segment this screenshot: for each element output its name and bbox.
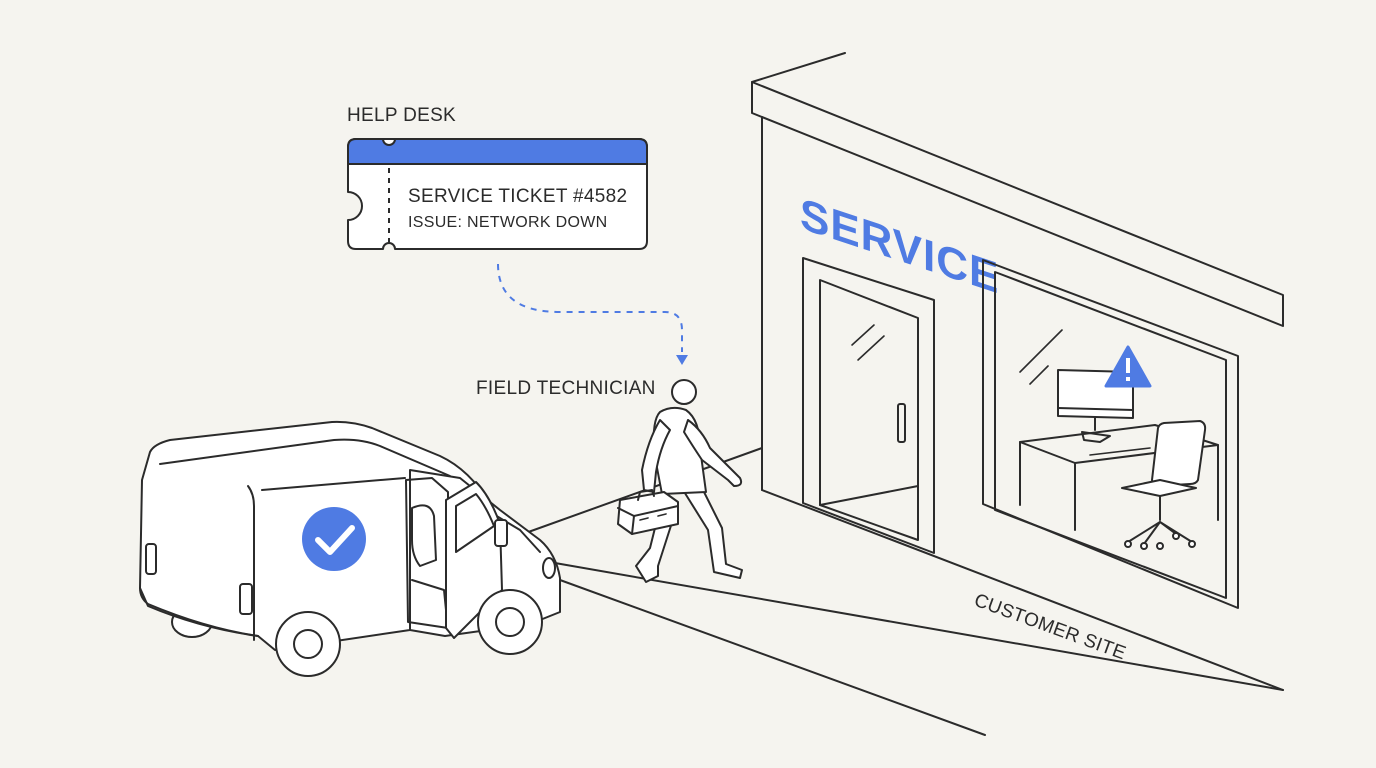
dispatch-connector [497,263,683,352]
door-handle [897,403,906,443]
office-desk [1019,424,1219,531]
ticket-issue: ISSUE: NETWORK DOWN [408,214,607,231]
front-wheel [477,589,543,655]
customer-building: SERVICE [751,52,1284,691]
warning-triangle-icon [1104,345,1152,388]
check-circle-icon [302,507,366,571]
field-technician-label: FIELD TECHNICIAN [476,378,656,399]
service-van [139,420,561,677]
service-ticket-card: SERVICE TICKET #4582 ISSUE: NETWORK DOWN [347,138,648,250]
rear-wheel [275,611,341,677]
help-desk-group: HELP DESK SERVICE TICKET #4582 ISSUE: NE… [347,105,688,365]
shop-window [982,259,1239,609]
field-technician-group: FIELD TECHNICIAN [476,378,743,583]
entrance-door[interactable] [802,257,935,554]
ticket-title: SERVICE TICKET #4582 [408,186,627,207]
toolbox [617,489,679,535]
office-chair [1121,420,1207,550]
help-desk-label: HELP DESK [347,105,456,126]
connector-arrowhead [676,355,688,365]
technician-figure [617,379,743,583]
ticket-header-band [347,138,648,165]
service-sign: SERVICE [800,188,999,303]
